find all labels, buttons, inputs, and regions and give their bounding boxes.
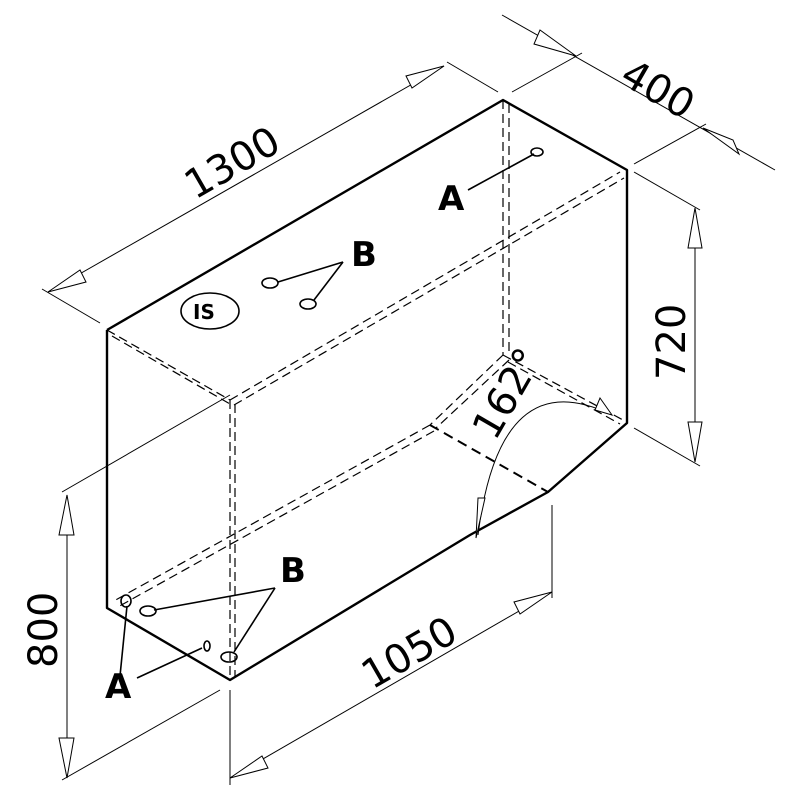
holes [120, 147, 544, 663]
is-badge: IS [180, 292, 240, 330]
dim-1050-text: 1050 [354, 608, 465, 699]
dimension-400: 400 [501, 14, 776, 171]
label-b-bottom: B [280, 551, 306, 591]
leader-lines [119, 153, 535, 679]
label-a-top: A [438, 179, 465, 219]
dim-400-text: 400 [613, 51, 702, 129]
dimension-800: 800 [21, 394, 231, 781]
angle-text: 162° [464, 341, 552, 447]
label-b-top: B [351, 235, 377, 275]
label-a-bottom: A [105, 667, 132, 707]
dim-1300-text: 1300 [177, 118, 288, 209]
dimension-1050: 1050 [229, 505, 553, 785]
angle-162: 162° [464, 341, 614, 539]
dim-800-text: 800 [21, 592, 67, 668]
is-badge-text: IS [193, 300, 215, 324]
dimension-720: 720 [633, 171, 703, 467]
dim-720-text: 720 [649, 304, 695, 380]
hidden-edges [106, 100, 625, 680]
